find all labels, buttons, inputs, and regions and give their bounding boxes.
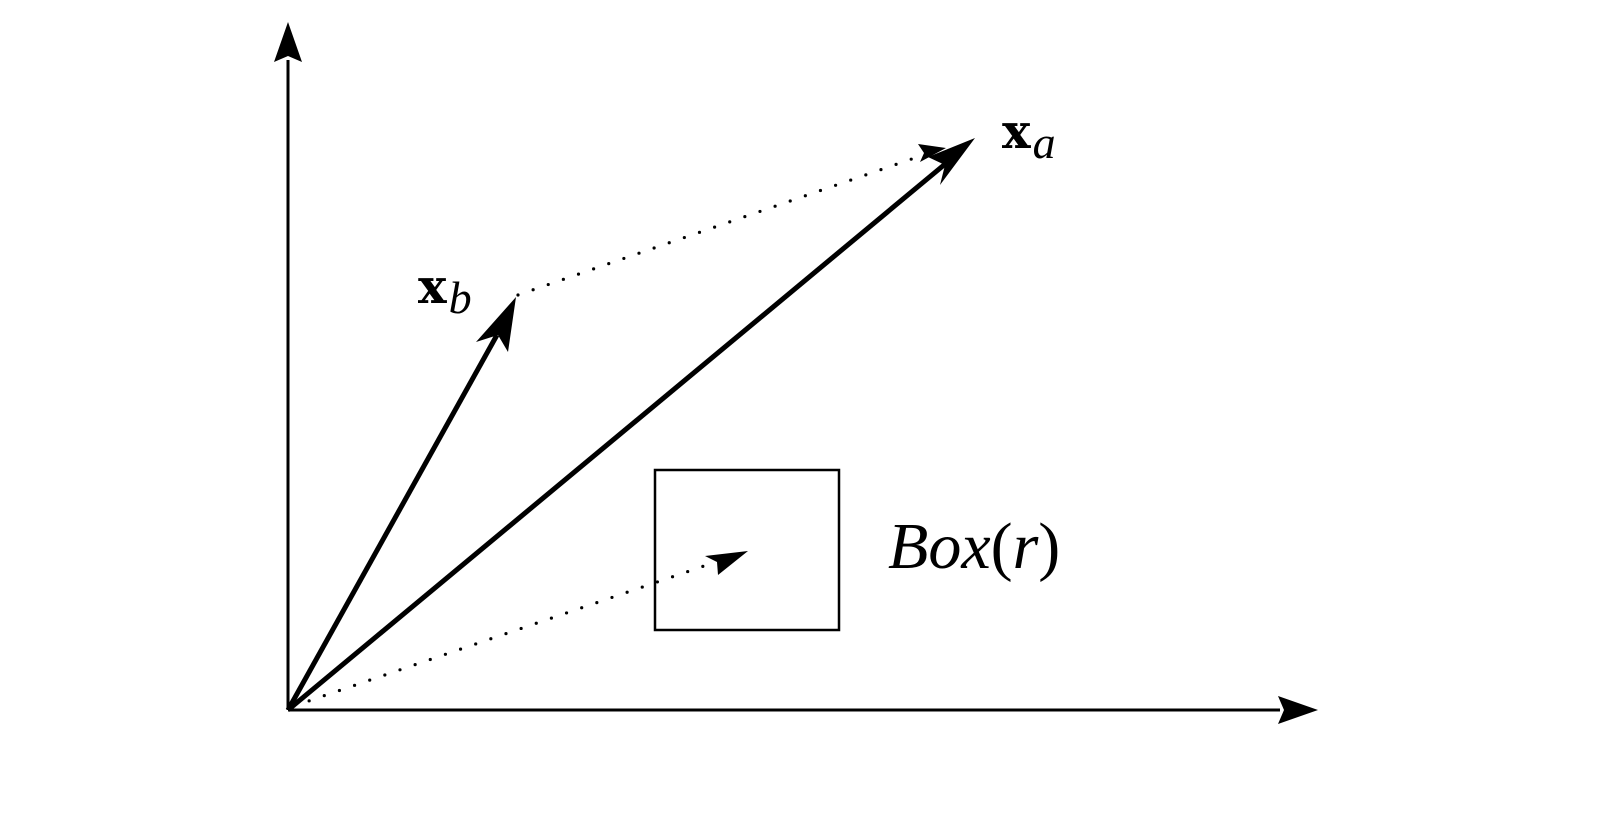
label-xa-base: x	[1002, 104, 1031, 160]
label-box-open-paren: (	[991, 510, 1013, 583]
vector-xb-arrowhead-icon	[476, 297, 516, 352]
y-axis-arrowhead-icon	[274, 22, 302, 62]
vector-xb	[285, 297, 516, 712]
vector-xa	[286, 138, 975, 712]
label-xb-base: x	[418, 259, 447, 315]
vector-xa-line	[286, 158, 952, 712]
difference-arrowhead-icon	[918, 144, 946, 162]
label-box-name: Box	[888, 510, 991, 583]
vector-xa-arrowhead-icon	[928, 138, 975, 185]
box-rectangle	[653, 468, 841, 632]
label-box-argument: r	[1013, 510, 1039, 583]
label-xa: xa	[1002, 104, 1056, 168]
label-xa-subscript: a	[1033, 117, 1056, 168]
axes	[274, 22, 1318, 724]
label-box-close-paren: )	[1038, 510, 1060, 583]
label-xb: xb	[418, 259, 472, 323]
box-arrowhead-icon	[705, 551, 748, 575]
label-xb-subscript: b	[449, 272, 472, 323]
label-box: Box(r)	[888, 510, 1060, 583]
origin-to-box-dotted-line	[292, 551, 748, 708]
x-axis-arrowhead-icon	[1278, 696, 1318, 724]
difference-dotted-line	[516, 144, 946, 297]
vector-xb-line	[285, 333, 500, 712]
